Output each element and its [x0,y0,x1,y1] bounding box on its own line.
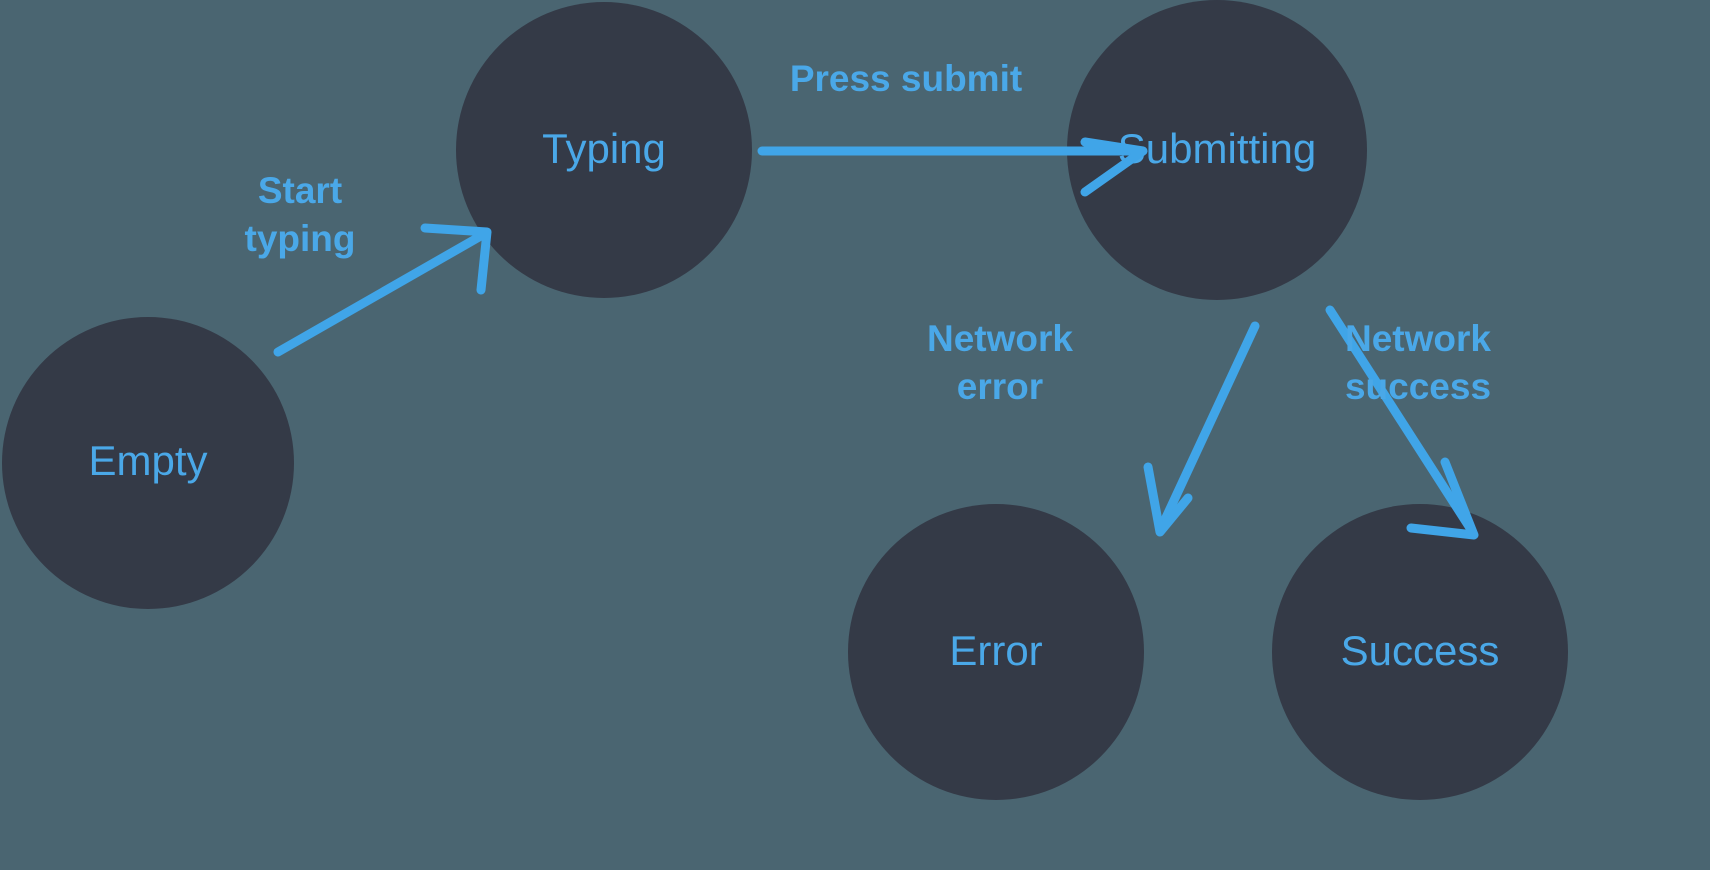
node-submitting[interactable]: Submitting [1067,0,1367,300]
edge-empty-to-typing-line [273,228,491,357]
node-empty[interactable]: Empty [2,317,294,609]
edge-submitting-to-success-label-line1: Network [1345,318,1491,359]
node-success[interactable]: Success [1272,504,1568,800]
edge-submitting-to-success-line [1325,305,1475,533]
edge-empty-to-typing-label-line1: Start [258,170,342,211]
node-submitting-label: Submitting [1118,125,1316,172]
node-success-circle[interactable] [1272,504,1568,800]
edge-submitting-to-error-arrowhead [1143,462,1193,537]
edge-typing-to-submitting-arrowhead [1080,137,1148,197]
node-success-label: Success [1341,627,1500,674]
edge-submitting-to-success[interactable]: Network success [1325,305,1491,540]
node-typing[interactable]: Typing [456,2,752,298]
node-empty-label: Empty [88,437,207,484]
node-empty-circle[interactable] [2,317,294,609]
edge-typing-to-submitting[interactable]: Press submit [757,58,1148,197]
edge-submitting-to-error-line [1158,321,1260,529]
edge-submitting-to-error-label-line2: error [957,366,1043,407]
edge-empty-to-typing-arrowhead [420,223,492,295]
node-submitting-circle[interactable] [1067,0,1367,300]
edge-submitting-to-error-label-line1: Network [927,318,1073,359]
edge-submitting-to-success-arrowhead [1406,457,1479,540]
edge-empty-to-typing[interactable]: Start typing [245,170,492,357]
edge-empty-to-typing-label-line2: typing [245,218,356,259]
edge-submitting-to-error[interactable]: Network error [927,318,1260,537]
node-error-label: Error [949,627,1042,674]
node-error-circle[interactable] [848,504,1144,800]
edge-typing-to-submitting-label: Press submit [790,58,1022,99]
node-error[interactable]: Error [848,504,1144,800]
edge-submitting-to-success-label-line2: success [1345,366,1491,407]
node-typing-circle[interactable] [456,2,752,298]
node-typing-label: Typing [542,125,666,172]
